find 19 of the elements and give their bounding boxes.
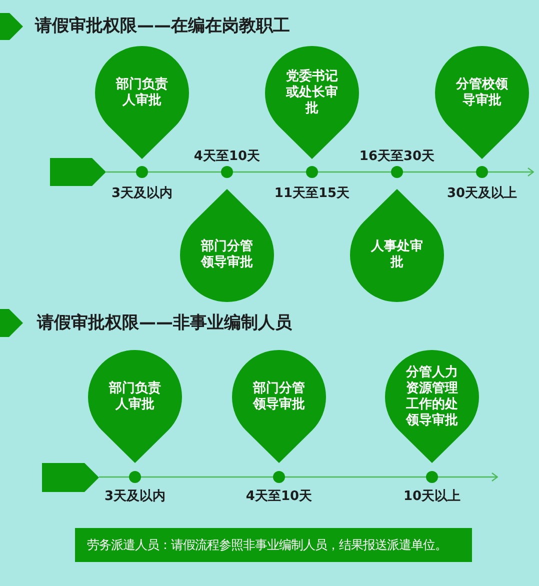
pin-marker: 分管校领导审批 [435,46,529,159]
duration-label: 4天至10天 [246,489,312,505]
duration-label: 11天至15天 [274,186,350,202]
pin-marker: 分管人力资源管理工作的处领导审批 [385,350,479,463]
pin-marker: 部门负责人审批 [88,350,182,463]
pin-marker: 人事处审批 [350,189,444,302]
pin-marker: 部门分管领导审批 [232,350,326,463]
pin-marker: 部门分管领导审批 [180,189,274,302]
duration-label: 3天及以内 [104,489,166,505]
duration-label: 16天至30天 [359,149,435,165]
section-heading: 请假审批权限——非事业编制人员 [37,313,292,333]
duration-label: 30天及以上 [446,186,518,202]
pin-marker: 党委书记或处长审批 [265,46,359,159]
pin-marker: 部门负责人审批 [95,46,189,159]
section-heading: 请假审批权限——在编在岗教职工 [35,16,290,36]
duration-label: 4天至10天 [194,149,260,165]
note-box: 劳务派遣人员：请假流程参照非事业编制人员，结果报送派遣单位。 [75,528,472,562]
duration-label: 10天以上 [403,489,461,505]
duration-label: 3天及以内 [111,186,173,202]
